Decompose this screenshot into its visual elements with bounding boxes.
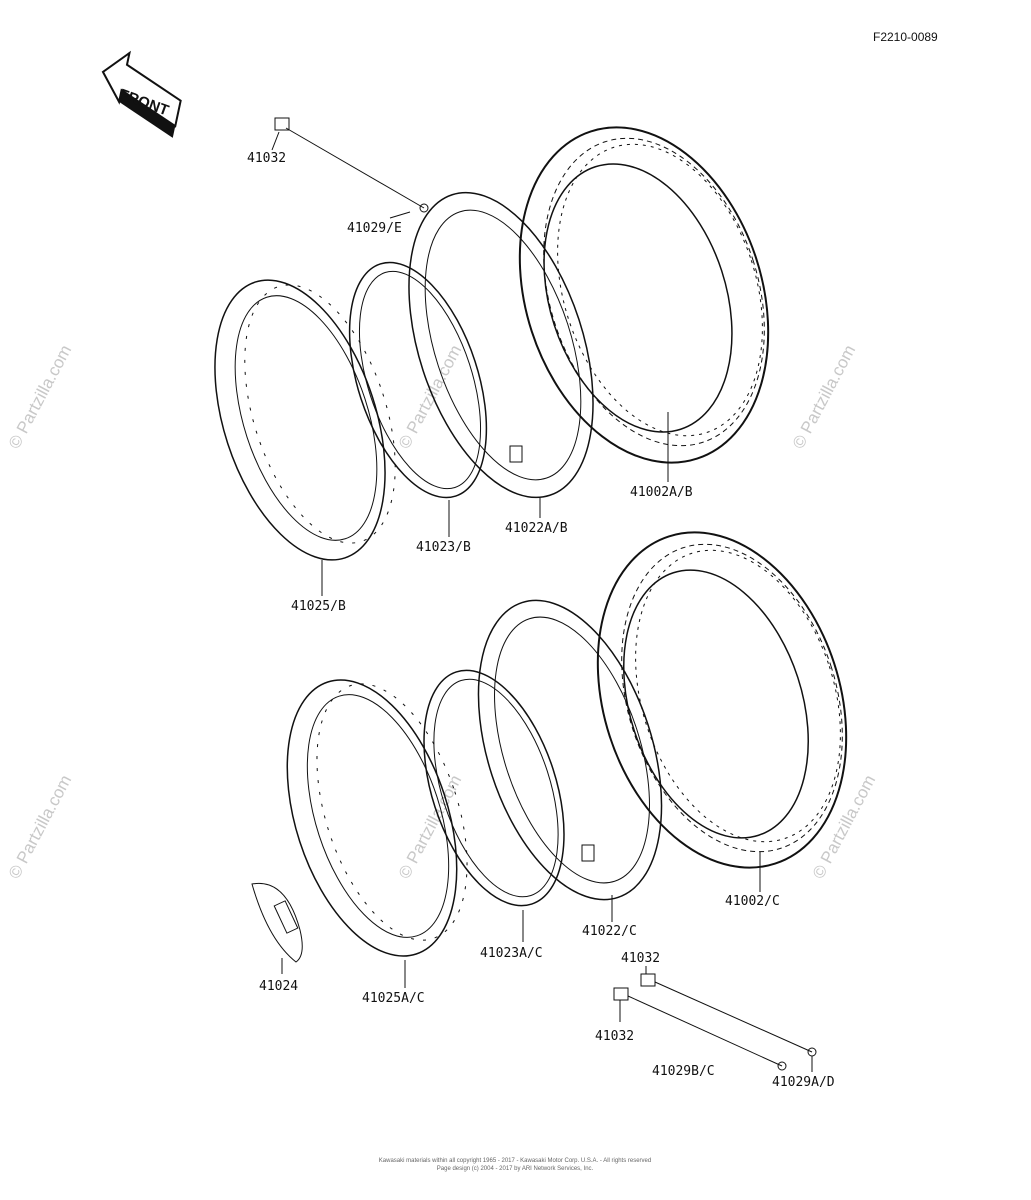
part-label: 41032	[621, 951, 660, 966]
part-label: 41025/B	[291, 599, 346, 614]
copyright: Kawasaki materials within all copyright …	[379, 1158, 651, 1172]
watermark: © Partzilla.com	[5, 772, 76, 882]
part-label: 41023/B	[416, 540, 471, 555]
upper-wheel-assembly	[214, 117, 770, 561]
rim-lock	[251, 882, 303, 963]
part-label: 41032	[595, 1029, 634, 1044]
spoke	[274, 117, 429, 213]
watermark: © Partzilla.com	[809, 772, 880, 882]
watermark: © Partzilla.com	[5, 342, 76, 452]
part-labels: 41032 41029/E 41002A/B 41022A/B 41023/B …	[247, 151, 835, 1090]
part-label: 41029B/C	[652, 1064, 715, 1079]
rim-band	[423, 669, 565, 907]
copyright-line: Kawasaki materials within all copyright …	[379, 1158, 651, 1164]
part-label: 41024	[259, 979, 298, 994]
leader-lines	[271, 131, 813, 1072]
copyright-line: Page design (c) 2004 - 2017 by ARI Netwo…	[437, 1166, 594, 1172]
part-label: 41002A/B	[630, 485, 693, 500]
inner-tube	[408, 191, 594, 499]
part-label: 41002/C	[725, 894, 780, 909]
part-label: 41029A/D	[772, 1075, 835, 1090]
watermarks: © Partzilla.com © Partzilla.com © Partzi…	[5, 342, 880, 882]
spoke	[613, 987, 787, 1071]
part-label: 41022/C	[582, 924, 637, 939]
part-label: 41025A/C	[362, 991, 425, 1006]
rim	[214, 279, 396, 561]
tire	[596, 531, 848, 869]
inner-tube	[477, 599, 663, 901]
part-label: 41029/E	[347, 221, 402, 236]
watermark: © Partzilla.com	[789, 342, 860, 452]
front-arrow-icon: FRONT	[101, 50, 182, 138]
diagram-code: F2210-0089	[873, 30, 938, 44]
tire	[518, 126, 770, 464]
part-label: 41022A/B	[505, 521, 568, 536]
watermark: © Partzilla.com	[395, 342, 466, 452]
part-label: 41023A/C	[480, 946, 543, 961]
lower-wheel-assembly	[251, 531, 848, 1071]
part-label: 41032	[247, 151, 286, 166]
rim-band	[348, 261, 488, 499]
spoke	[640, 973, 817, 1057]
rim	[286, 679, 468, 957]
